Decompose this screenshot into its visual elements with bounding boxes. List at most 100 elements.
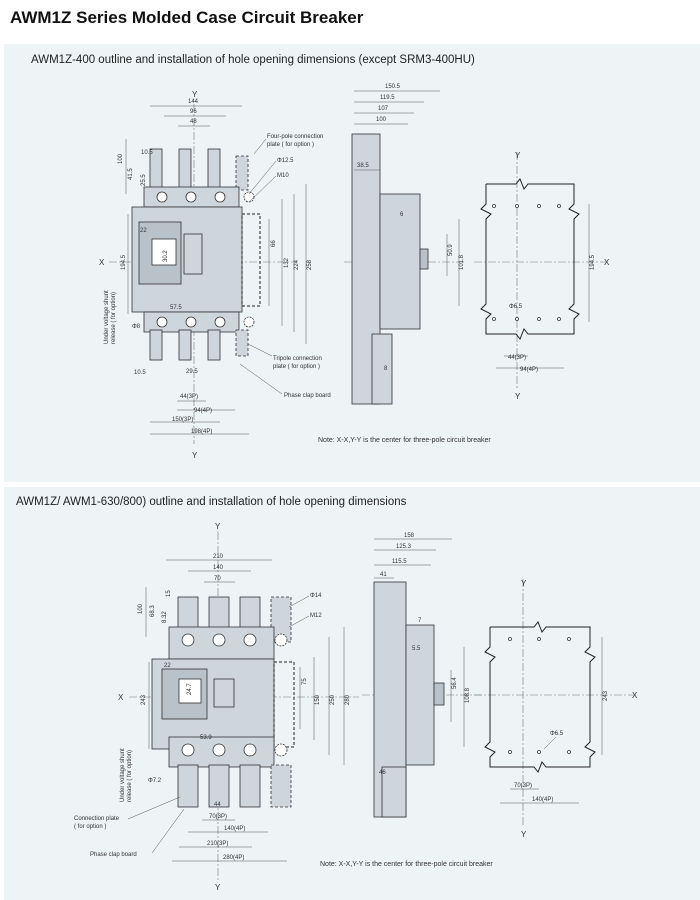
note-text: Note: X-X,Y-Y is the center for three-po…: [320, 861, 493, 868]
section-title: AWM1Z/ AWM1-630/800) outline and install…: [16, 496, 407, 508]
dim-label: 94(4P): [194, 408, 212, 414]
callout-four-pole: plate ( for option ): [267, 142, 314, 148]
dim-label: 243: [141, 694, 147, 705]
axis-y-label: Y: [521, 579, 527, 588]
dim-label: 44(3P): [180, 394, 198, 400]
dim-label: 94(4P): [520, 367, 538, 373]
dim-label: 115.5: [392, 559, 407, 565]
dim-label: 24.7: [187, 683, 193, 695]
axis-y-label: Y: [521, 830, 527, 839]
dim-label: 57.5: [170, 305, 182, 311]
dim-label: 140(4P): [532, 797, 553, 803]
dim-label: Φ8: [132, 324, 141, 330]
axis-y-label: Y: [192, 451, 198, 460]
dim-label: 38.5: [357, 163, 369, 169]
hole-pattern-view: Y Y X 243 Φ6.5 70(3P) 140(4P): [474, 579, 638, 839]
dim-label: 243: [603, 690, 609, 701]
dim-label: 41.5: [128, 168, 134, 180]
dim-label: 210(3P): [207, 841, 228, 847]
dim-label: 53.9: [200, 735, 212, 741]
drawing-awm1z-630-800: Y Y X 210: [74, 522, 638, 892]
dim-label: 224: [294, 259, 300, 270]
dim-label: 150.5: [385, 84, 401, 90]
dim-label: Φ12.5: [277, 158, 294, 164]
dim-label: 10.5: [141, 150, 153, 156]
axis-x-label: X: [99, 258, 105, 267]
dim-label: 46: [379, 770, 386, 776]
hole-pattern-view: Y Y X 194.5 Φ6.5 44(3P) 94(4P): [474, 151, 610, 401]
dim-label: 22: [140, 228, 147, 234]
callout-tripole: plate ( for option ): [273, 364, 320, 370]
dim-label: M10: [277, 173, 289, 179]
dim-label: 101.8: [459, 254, 465, 270]
dim-label: 29.5: [186, 369, 198, 375]
dim-label: 100: [138, 603, 144, 614]
dim-label: Φ6.5: [509, 304, 523, 310]
axis-x-label: X: [118, 693, 124, 702]
front-view: Y Y X: [99, 90, 331, 460]
dim-label: M12: [310, 613, 322, 619]
callout-four-pole: Four-pole connection: [267, 134, 323, 140]
section-title: AWM1Z-400 outline and installation of ho…: [31, 54, 475, 66]
axis-x-label: X: [604, 258, 610, 267]
dim-label: 48: [190, 119, 197, 125]
panel-awm1z-630-800: AWM1Z/ AWM1-630/800) outline and install…: [4, 487, 700, 900]
dim-label: 56.4: [452, 677, 458, 689]
callout-tripole: Tripole connection: [273, 356, 322, 362]
dim-label: 70(3P): [209, 814, 227, 820]
dim-label: 125.3: [396, 544, 412, 550]
dim-label: Φ7.2: [148, 778, 162, 784]
dim-label: 210: [213, 554, 224, 560]
dim-label: 66: [271, 240, 277, 247]
axis-y-label: Y: [192, 90, 198, 99]
page-title: AWM1Z Series Molded Case Circuit Breaker: [10, 8, 364, 27]
dim-label: 5.5: [412, 646, 421, 652]
dim-label: 107: [378, 106, 389, 112]
dim-label: 70(3P): [514, 783, 532, 789]
dim-label: 140: [213, 565, 224, 571]
dim-label: 280(4P): [223, 855, 244, 861]
note-text: Note: X-X,Y-Y is the center for three-po…: [318, 437, 491, 444]
dim-label: 280: [345, 694, 351, 705]
dim-label: 150: [315, 694, 321, 705]
dim-label: 41: [380, 572, 387, 578]
dim-label: 250: [330, 694, 336, 705]
axis-y-label: Y: [215, 522, 221, 531]
dim-label: Φ14: [310, 593, 322, 599]
dim-label: 158: [404, 533, 415, 539]
dim-label: 100: [118, 153, 124, 164]
drawing-awm1z-400: Y Y X: [99, 84, 610, 460]
dim-label: 194.5: [121, 254, 127, 270]
dim-label: 15: [166, 590, 172, 597]
dim-label: 7: [418, 618, 422, 624]
side-view: 150.5 119.5 107 100 38.5 6 50.9 101.8 8: [344, 84, 465, 405]
callout-connection-plate: ( for option ): [74, 824, 106, 830]
callout-uv-release: Under voltage shunt: [104, 290, 110, 344]
front-view: Y Y X 210: [74, 522, 359, 892]
dim-label: 22: [164, 663, 171, 669]
dim-label: 144: [188, 99, 199, 105]
dim-label: 108.8: [465, 687, 471, 703]
callout-phase-clap: Phase clap board: [90, 852, 137, 858]
axis-y-label: Y: [215, 883, 221, 892]
axis-y-label: Y: [515, 151, 521, 160]
axis-x-label: X: [632, 691, 638, 700]
callout-uv-release: Under voltage shunt: [120, 748, 126, 802]
dim-label: 8.32: [162, 611, 168, 623]
dim-label: 30.2: [163, 250, 169, 262]
dim-label: 96: [190, 109, 197, 115]
dim-label: 150(3P): [172, 417, 193, 423]
dim-label: 50.9: [448, 244, 454, 256]
dim-label: 132: [284, 257, 290, 268]
dim-label: 8: [384, 366, 388, 372]
axis-y-label: Y: [515, 392, 521, 401]
dim-label: 44: [214, 802, 221, 808]
panel-awm1z-400: AWM1Z-400 outline and installation of ho…: [4, 44, 700, 482]
dim-label: 6: [400, 212, 404, 218]
dim-label: 10.5: [134, 370, 146, 376]
callout-connection-plate: Connection plate: [74, 816, 120, 822]
dim-label: 100: [376, 117, 387, 123]
dim-label: 75: [302, 678, 308, 685]
callout-phase-clap: Phase clap board: [284, 393, 331, 399]
dim-label: 140(4P): [224, 826, 245, 832]
